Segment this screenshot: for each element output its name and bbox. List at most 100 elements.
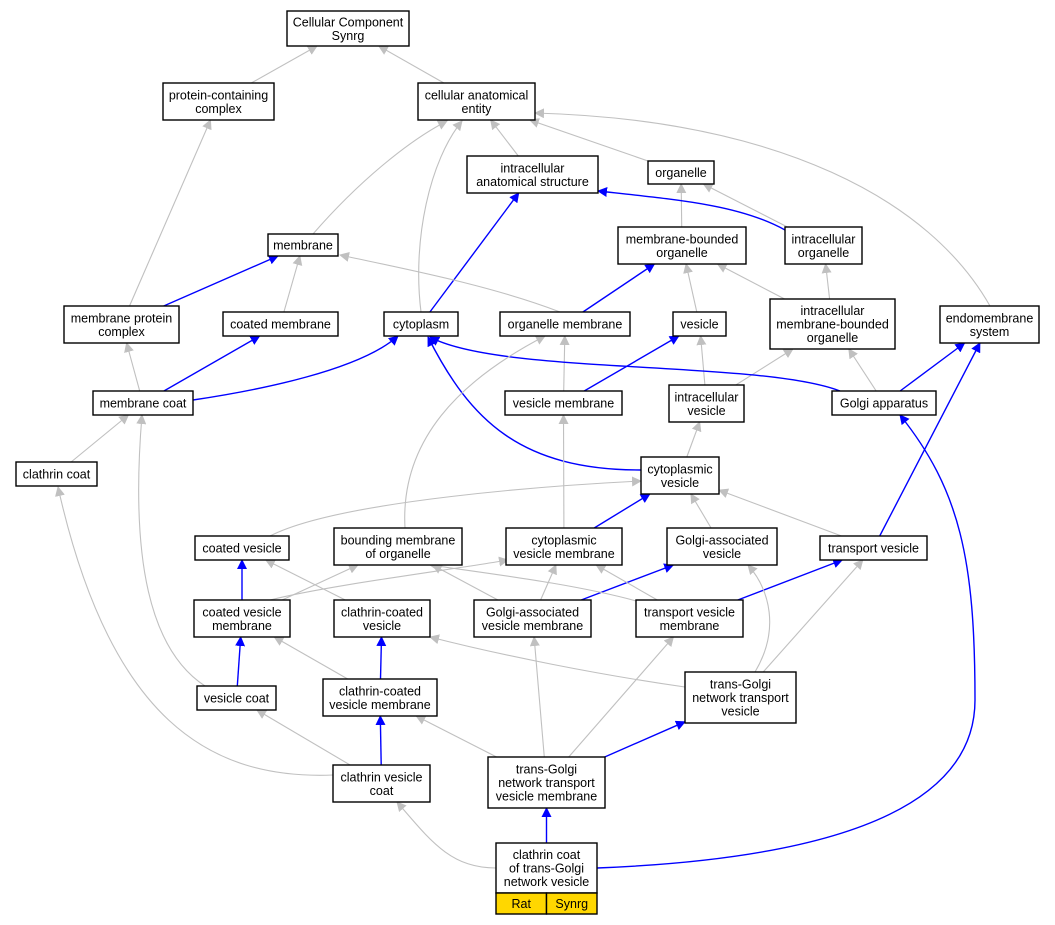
node-coated-membrane[interactable]: coated membrane (222, 311, 339, 337)
node-coated-vesicle[interactable]: coated vesicle (194, 535, 290, 561)
node-label-line: coated vesicle (202, 605, 281, 619)
node-box (617, 226, 747, 265)
node-vesicle[interactable]: vesicle (672, 311, 727, 337)
node-box (819, 535, 928, 561)
node-label-line: organelle membrane (508, 318, 623, 332)
node-membrane[interactable]: membrane (267, 233, 339, 257)
node-transport-vesicle[interactable]: transport vesicle (819, 535, 928, 561)
edge-transport-vesicle-membrane-to-cytoplasmic-vesicle-membrane (595, 564, 658, 601)
edge-golgi-apparatus-to-cytoplasm (429, 336, 841, 392)
node-label-line: protein-containing (169, 88, 268, 102)
node-label-line: network transport (692, 691, 789, 705)
node-box (466, 155, 599, 194)
node-label-line: membrane-bounded (776, 318, 889, 332)
node-label-line: vesicle membrane (329, 698, 430, 712)
node-organelle[interactable]: organelle (647, 160, 715, 185)
node-label-line: coated membrane (230, 318, 331, 332)
node-label-line: clathrin coat (513, 848, 581, 862)
edge-organelle-to-cellular-anatomical-entity (528, 118, 649, 162)
edge-clathrin-coat-tgn-vesicle-to-clathrin-vesicle-coat (396, 801, 497, 869)
node-box (647, 160, 715, 185)
edge-clathrin-vesicle-coat-to-clathrin-coat (55, 486, 334, 776)
node-box (333, 527, 463, 566)
node-label-line: Golgi-associated (675, 533, 768, 547)
edge-coated-vesicle-membrane-to-cytoplasmic-vesicle-membrane (269, 556, 509, 601)
node-vesicle-coat[interactable]: vesicle coat (196, 685, 277, 711)
node-label-line: intracellular (792, 232, 856, 246)
node-label-line: clathrin-coated (339, 684, 421, 698)
node-label-line: vesicle (703, 547, 741, 561)
node-label-line: vesicle membrane (513, 547, 614, 561)
edge-intracellular-organelle-to-organelle (702, 183, 788, 228)
node-box (769, 298, 896, 350)
edge-tgn-transport-vesicle-membrane-to-clathrin-coated-vesicle-membrane (415, 715, 497, 758)
node-label-line: network transport (498, 776, 595, 790)
node-box (784, 226, 863, 265)
node-box (162, 82, 275, 121)
edge-tgn-transport-vesicle-to-golgi-associated-vesicle (747, 564, 771, 673)
node-box (672, 311, 727, 337)
node-vesicle-membrane[interactable]: vesicle membrane (504, 390, 623, 416)
node-organelle-membrane[interactable]: organelle membrane (499, 311, 631, 337)
edge-tgn-transport-vesicle-membrane-to-tgn-transport-vesicle (604, 720, 686, 758)
edge-golgi-apparatus-to-endomembrane-system (899, 342, 966, 392)
edge-tgn-transport-vesicle-membrane-to-transport-vesicle-membrane (568, 636, 675, 758)
node-label-line: clathrin-coated (341, 605, 423, 619)
node-label-line: Golgi apparatus (840, 397, 928, 411)
node-label-line: transport vesicle (828, 542, 919, 556)
node-box (222, 311, 339, 337)
node-label-line: vesicle (661, 476, 699, 490)
node-label-line: entity (462, 102, 493, 116)
species-chip-label: Rat (512, 897, 532, 911)
edge-protein-complex-to-cellular-component (251, 45, 318, 84)
node-label-line: vesicle (721, 705, 759, 719)
edge-organelle-membrane-to-membrane (339, 252, 561, 313)
edge-vesicle-coat-to-coated-vesicle-membrane (235, 636, 246, 687)
edge-transport-vesicle-membrane-to-bounding-membrane (429, 561, 641, 603)
edge-clathrin-coated-vesicle-to-coated-vesicle (264, 559, 346, 601)
node-label-line: membrane (273, 239, 333, 253)
node-label-line: of organelle (365, 547, 430, 561)
node-clathrin-coat[interactable]: clathrin coat (15, 461, 98, 487)
node-label-line: trans-Golgi (710, 678, 771, 692)
node-cytoplasm[interactable]: cytoplasm (383, 311, 459, 337)
node-label-line: complex (195, 102, 242, 116)
node-label-line: intracellular (501, 161, 565, 175)
species-chip-box (545, 892, 598, 915)
species-chip-rat[interactable]: Rat (495, 892, 548, 915)
species-chip-synrg[interactable]: Synrg (545, 892, 598, 915)
node-golgi-apparatus[interactable]: Golgi apparatus (831, 390, 937, 416)
node-label-line: organelle (807, 331, 858, 345)
node-box (92, 390, 194, 416)
node-label-line: membrane coat (100, 397, 187, 411)
node-box (286, 10, 410, 47)
node-label-line: cytoplasmic (647, 462, 712, 476)
node-membrane-coat[interactable]: membrane coat (92, 390, 194, 416)
edge-intracellular-organelle-to-intracellular-structure (597, 187, 786, 231)
node-box (668, 384, 745, 423)
